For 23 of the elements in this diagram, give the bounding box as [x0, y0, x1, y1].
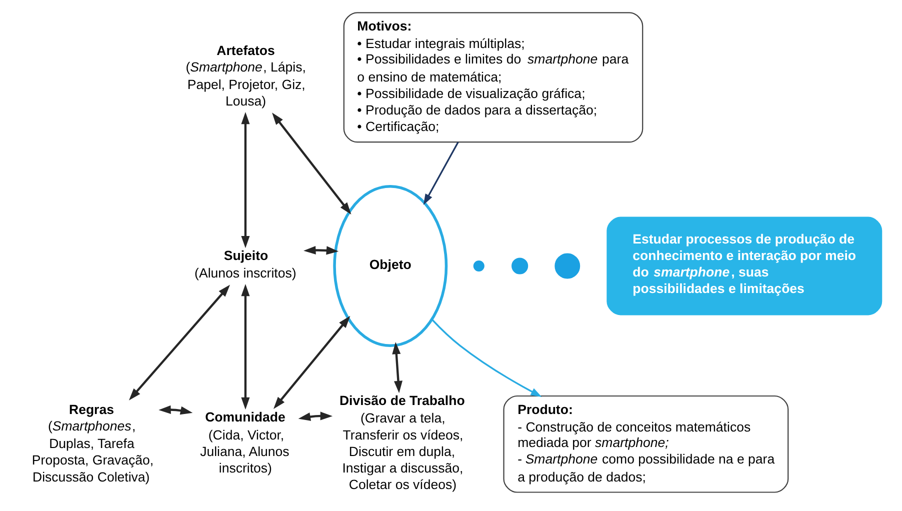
- arrow: [240, 112, 250, 248]
- node-text: Comunidade (Cida, Victor, Juliana, Alunos inscritos): [200, 410, 289, 476]
- arrow: [422, 142, 458, 206]
- node-circle: [511, 258, 528, 274]
- node-box: Produto: - Construção de conceitos matemáticos mediada por smartphone; - Smartphone como possibilidade na e para a produção de dados;: [502, 395, 788, 493]
- arrow: [272, 316, 350, 409]
- arrow: [240, 284, 250, 410]
- arrow: [298, 412, 332, 421]
- arrow: [128, 284, 230, 400]
- node-ellipse: Objeto: [332, 184, 448, 348]
- arrow: [392, 342, 402, 394]
- node-text: Regras (Smartphones, Duplas, Tarefa Proposta, Gravação, Discussão Coletiva): [31, 402, 154, 484]
- node-box: Estudar processos de produção de conhecimento e interação por meio do smartphone, suas possibilidades e limitações: [606, 216, 882, 316]
- arrow: [431, 319, 542, 397]
- node-text: Sujeito (Alunos inscritos): [194, 248, 296, 281]
- arrow: [303, 246, 338, 255]
- node-text: Divisão de Trabalho (Gravar a tela, Transferir os vídeos, Discutir em dupla, Instigar a discussão, Coletar os vídeos): [338, 392, 464, 492]
- node-circle: [472, 260, 484, 272]
- node-circle: [554, 253, 580, 279]
- node-text: Artefatos (Smartphone, Lápis, Papel, Projetor, Giz, Lousa): [185, 42, 306, 109]
- node-box: Motivos: • Estudar integrais múltiplas; • Possibilidades e limites do smartphone para o ensino de matemática; • Possibilidade de visualização gráfica; • Produção de dados para a dissertação; • Certificação;: [342, 12, 643, 143]
- arrow: [158, 405, 192, 415]
- arrow: [272, 112, 351, 215]
